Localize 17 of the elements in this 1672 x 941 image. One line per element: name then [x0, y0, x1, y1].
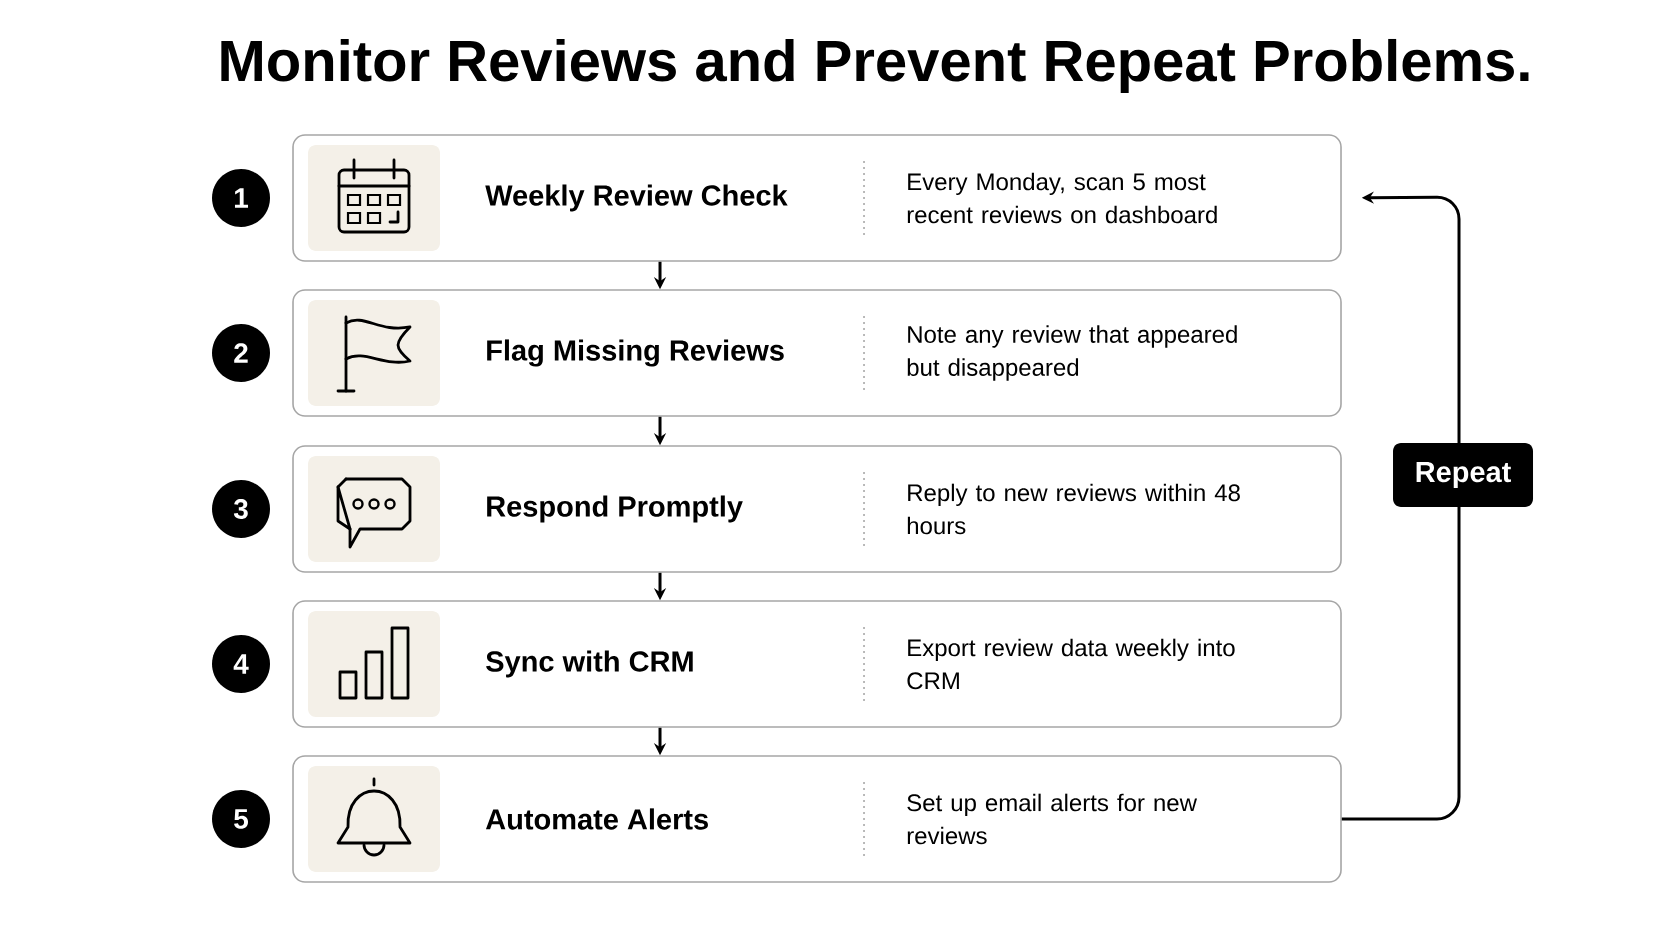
step-title: Flag Missing Reviews — [487, 339, 784, 367]
step-number: 1 — [212, 169, 270, 227]
step-title: Weekly Review Check — [485, 184, 788, 212]
step-title: Automate Alerts — [485, 808, 708, 830]
step-number: 2 — [212, 324, 270, 382]
title: Monitor Reviews and Prevent Repeat Problems. — [221, 38, 1529, 93]
step-description: Set up email alerts for new reviews — [907, 793, 1197, 845]
step-title: Sync with CRM — [486, 650, 693, 678]
step-description: Every Monday, scan 5 most recent reviews on dashboard — [907, 172, 1217, 224]
step-number: 3 — [212, 480, 270, 538]
step-number: 5 — [212, 790, 270, 848]
step-description: Note any review that appeared but disappeared — [907, 325, 1237, 381]
step-description: Export review data weekly into CRM — [907, 638, 1235, 690]
step-title: Respond Promptly — [487, 495, 743, 523]
edge-label: Repeat — [1393, 443, 1533, 507]
step-number: 4 — [212, 635, 270, 693]
step-description: Reply to new reviews within 48 hours — [907, 483, 1240, 535]
